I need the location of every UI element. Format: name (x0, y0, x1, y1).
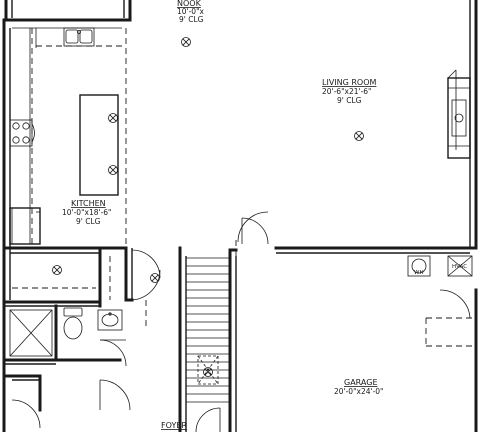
shower-icon (9, 309, 53, 357)
foyer-label: FOYER (161, 421, 187, 430)
kitchen-ceiling: 9' CLG (76, 217, 101, 226)
kitchen-dims: 10'-0"x18'-6" (62, 208, 112, 217)
light-fixture-icon (108, 165, 118, 175)
garage-dims: 20'-0"x24'-0" (334, 387, 384, 396)
light-fixture-icon (150, 273, 160, 283)
refrigerator-icon (9, 207, 41, 245)
stair-landing (197, 355, 219, 385)
light-fixture-icon (354, 131, 364, 141)
living-room-label: LIVING ROOM (322, 78, 377, 87)
hvac-icon: HVAC (447, 255, 473, 277)
light-fixture-icon (52, 265, 62, 275)
toilet-icon (63, 307, 83, 340)
living-room-dims: 20'-6"x21'-6" (322, 87, 372, 96)
bath-sink-icon (97, 309, 123, 331)
nook-ceiling: 9' CLG (179, 15, 204, 24)
dashed-lines (12, 28, 476, 347)
room-labels: NOOK 10'-0"x 9' CLG LIVING ROOM 20'-6"x2… (62, 0, 384, 430)
light-fixtures (52, 37, 364, 377)
hvac-label: HVAC (452, 264, 467, 270)
sink-icon (63, 27, 95, 47)
nook-dims: 10'-0"x (177, 7, 205, 16)
light-fixture-icon (203, 367, 213, 377)
cooktop-icon (9, 119, 35, 147)
fireplace-icon (447, 69, 471, 159)
stairs-icon (186, 252, 231, 410)
light-fixture-icon (181, 37, 191, 47)
nook-label: NOOK (177, 0, 202, 8)
light-fixture-icon (108, 113, 118, 123)
kitchen-label: KITCHEN (71, 199, 106, 208)
garage-label: GARAGE (344, 378, 378, 387)
kitchen-island (79, 94, 119, 196)
door-swing-icon (11, 211, 471, 432)
living-room-ceiling: 9' CLG (337, 96, 362, 105)
water-heater-icon: WH (407, 255, 431, 277)
water-heater-label: WH (414, 270, 424, 276)
